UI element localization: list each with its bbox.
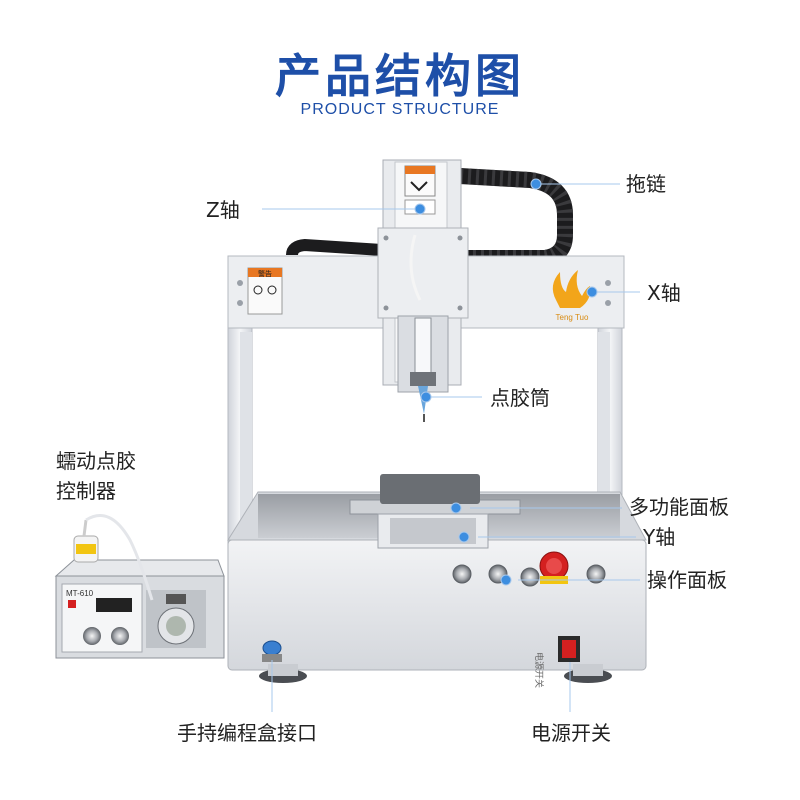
callout-dispensing-barrel: 点胶筒 bbox=[490, 386, 550, 410]
callout-power-switch: 电源开关 bbox=[531, 721, 611, 745]
callout-dot-z-axis bbox=[414, 203, 426, 215]
callout-dot-y-axis bbox=[458, 531, 470, 543]
page-title: 产品结构图 bbox=[275, 49, 525, 103]
callout-handheld-port: 手持编程盒接口 bbox=[177, 721, 317, 745]
callout-z-axis: Z轴 bbox=[206, 198, 240, 222]
callout-leaders bbox=[262, 178, 640, 712]
page-subtitle: PRODUCT STRUCTURE bbox=[300, 101, 500, 118]
callout-drag-chain: 拖链 bbox=[626, 172, 666, 196]
controller-model: MT-610 bbox=[66, 589, 94, 598]
machine-feet bbox=[259, 664, 612, 683]
callout-dot-x-axis bbox=[586, 286, 598, 298]
callout-dot-multi-panel bbox=[450, 502, 462, 514]
power-switch-area: 电源开关 bbox=[262, 636, 580, 688]
callout-y-axis: Y轴 bbox=[643, 525, 676, 549]
machine-base bbox=[227, 474, 647, 671]
warning-sticker: 警告 bbox=[247, 267, 283, 315]
peristaltic-controller: MT-610 bbox=[54, 514, 225, 659]
power-switch-marking: 电源开关 bbox=[533, 652, 545, 688]
callout-operation-panel: 操作面板 bbox=[647, 568, 727, 592]
callout-dot-drag-chain bbox=[530, 178, 542, 190]
brand-logo: Teng Tuo bbox=[552, 270, 591, 322]
warning-tag-text: 警告 bbox=[258, 269, 272, 278]
callout-dot-operation-panel bbox=[500, 574, 512, 586]
callout-peristaltic-controller: 蠕动点胶 控制器 bbox=[56, 449, 136, 503]
callout-multi-function-panel: 多功能面板 bbox=[629, 495, 729, 519]
brand-text: Teng Tuo bbox=[556, 313, 589, 322]
callout-x-axis: X轴 bbox=[647, 281, 681, 305]
callout-dot-barrel bbox=[420, 391, 432, 403]
